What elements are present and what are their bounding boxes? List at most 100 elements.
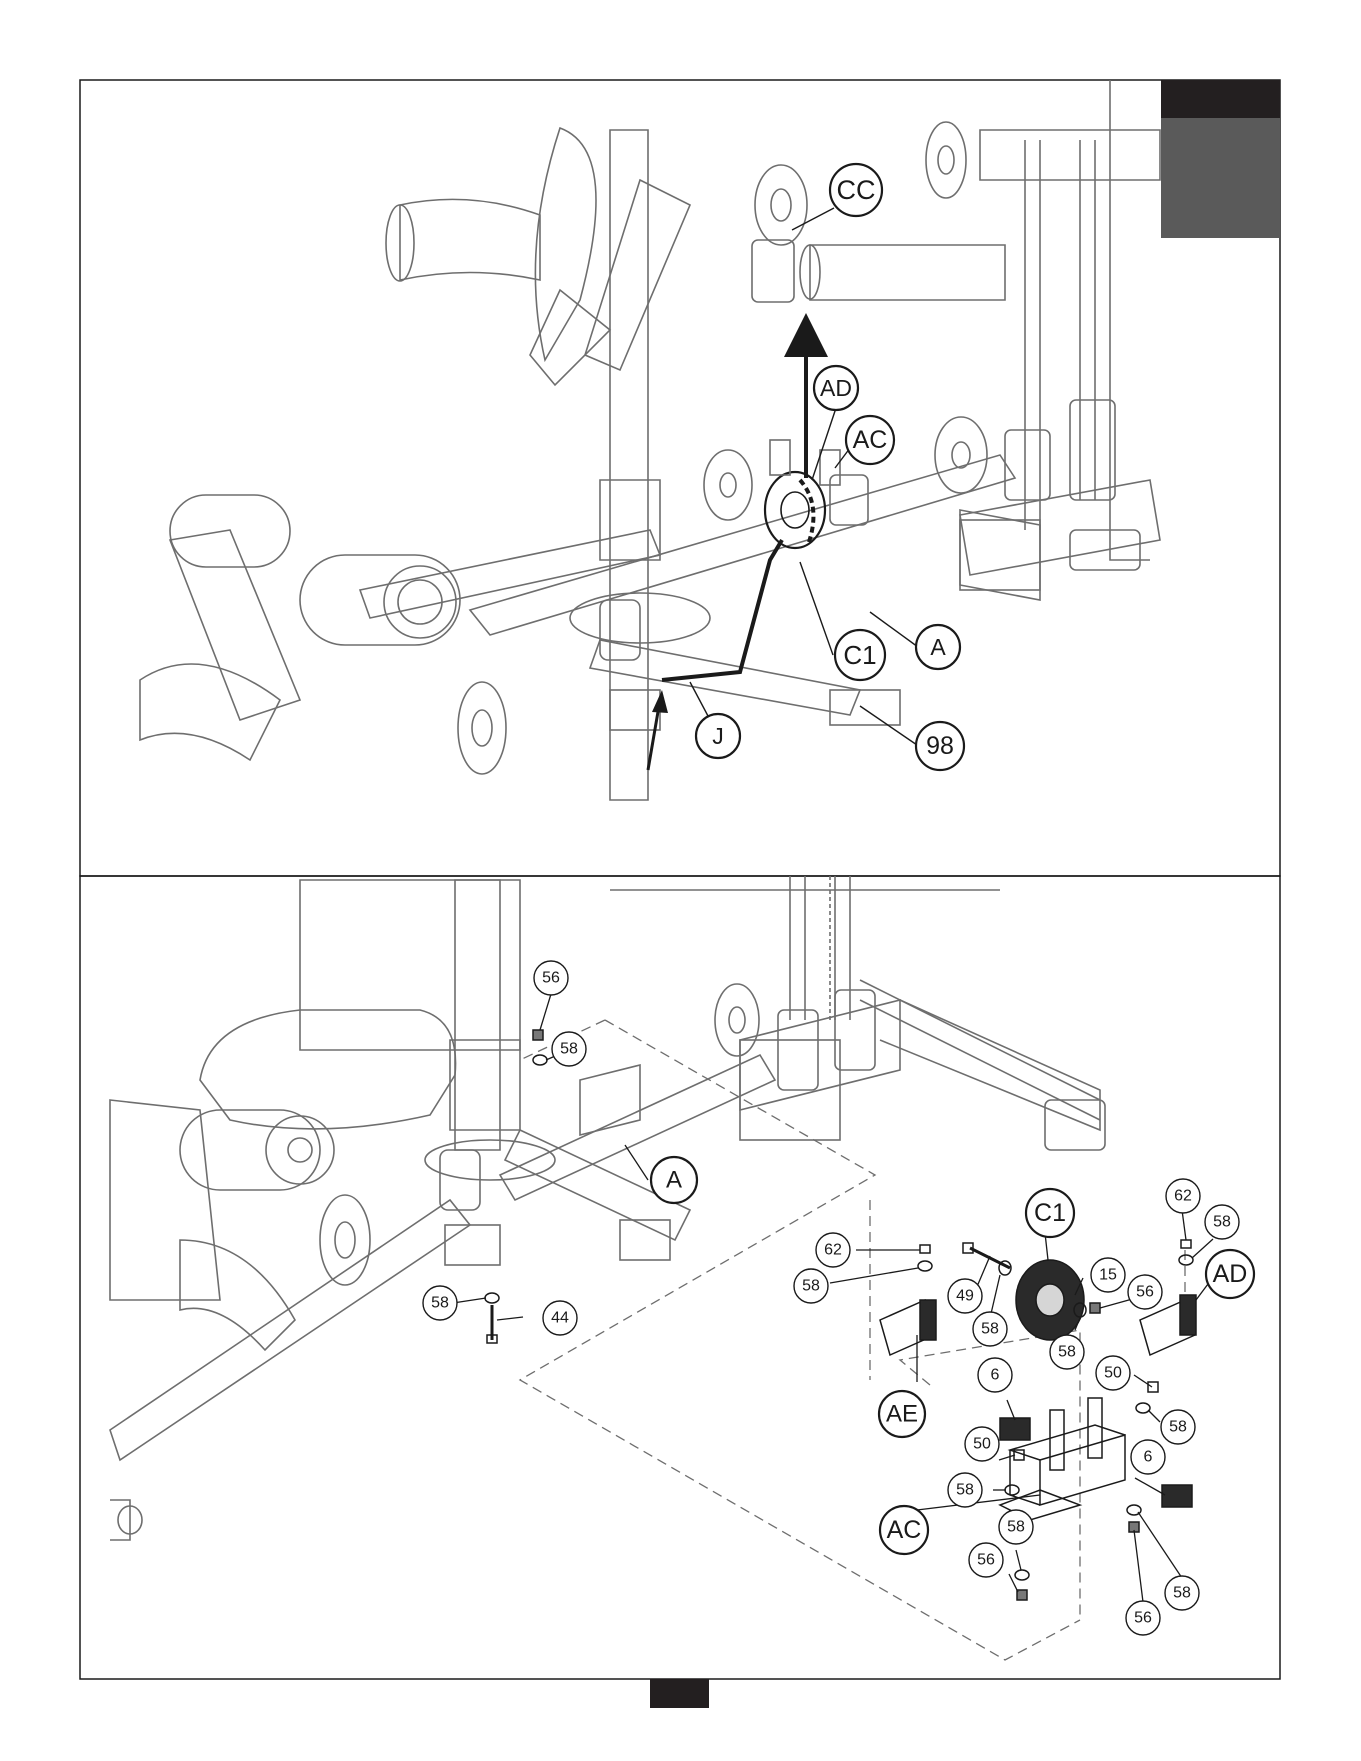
washer-62-right [1179,1255,1193,1265]
step-tab-grey [1161,118,1280,238]
step-tab-dark [1161,80,1280,118]
callout-15: 15 [1091,1258,1125,1292]
post-right [1088,1398,1102,1458]
nut-c1 [1090,1303,1100,1313]
callout-62b: 62 [1166,1179,1200,1213]
callout-58g: 58 [1161,1410,1195,1444]
callout-label: 56 [977,1552,995,1569]
callout-58i: 58 [999,1510,1033,1544]
callout-58e: 58 [1050,1335,1084,1369]
callout-cc: CC [830,164,882,216]
callout-label: A [666,1167,682,1194]
callout-50a: 50 [1096,1356,1130,1390]
pulley-c1-hub [1036,1284,1064,1316]
callout-c1: C1 [835,630,885,680]
bracket-ae-tube [920,1300,936,1340]
callout-label: 56 [1134,1610,1152,1627]
dashed-envelope [520,1020,1185,1660]
callout-6b: 6 [1131,1440,1165,1474]
washer-58-a [533,1055,547,1065]
callout-label: 62 [824,1242,842,1259]
washer-58-b [485,1293,499,1303]
callout-ae: AE [879,1391,925,1437]
callout-label: AE [886,1401,918,1428]
callout-label: 58 [1169,1419,1187,1436]
callout-50b: 50 [965,1427,999,1461]
washer-62-left [918,1261,932,1271]
callout-label: 58 [1058,1344,1076,1361]
callout-58d: 58 [973,1312,1007,1346]
callout-label: AC [887,1516,922,1544]
callout-58f: 58 [1205,1205,1239,1239]
washer-58-h [1005,1485,1019,1495]
bottom-machine-drawing [110,876,1105,1540]
callout-label: C1 [1034,1199,1066,1227]
callout-62a: 62 [816,1233,850,1267]
callout-acb: AC [880,1506,928,1554]
callout-label: A [930,634,946,660]
callout-56a: 56 [534,961,568,995]
callout-label: 62 [1174,1188,1192,1205]
callout-ad: AD [814,366,858,410]
callout-label: J [712,723,724,749]
callout-c1b: C1 [1026,1189,1074,1237]
bolt-50-right [1148,1382,1158,1392]
top-machine-drawing [140,80,1160,800]
callout-label: C1 [843,640,876,670]
cable-route [662,345,813,680]
callout-label: 58 [1007,1519,1025,1536]
callout-label: 58 [956,1482,974,1499]
callout-label: AC [853,426,888,454]
callout-j: J [696,714,740,758]
nut-56-a [533,1030,543,1040]
callout-58a: 58 [552,1032,586,1066]
callout-a: A [916,625,960,669]
callout-label: 50 [1104,1365,1122,1382]
washer-58-i [1015,1570,1029,1580]
callout-label: 50 [973,1436,991,1453]
bolt-62-left [920,1245,930,1253]
page-number-block [650,1679,709,1708]
callout-label: 58 [1173,1585,1191,1602]
cable-path [662,540,782,680]
callout-56d: 56 [1126,1601,1160,1635]
callout-58h: 58 [948,1473,982,1507]
callout-label: 6 [991,1367,1000,1384]
callout-label: 6 [1144,1449,1153,1466]
callout-label: 58 [802,1278,820,1295]
post-left [1050,1410,1064,1470]
bracket-ad-tube [1180,1295,1196,1335]
end-cap-6-right [1162,1485,1192,1507]
callout-56c: 56 [969,1543,1003,1577]
callout-56b: 56 [1128,1275,1162,1309]
callout-49: 49 [948,1279,982,1313]
callout-label: AD [820,375,852,401]
bottom-leader-lines [453,994,1213,1602]
callout-label: 98 [926,732,954,760]
bolt-49 [970,1248,1010,1268]
callout-label: 58 [1213,1214,1231,1231]
callout-label: 15 [1099,1267,1117,1284]
callout-58c: 58 [794,1269,828,1303]
callout-label: 56 [1136,1284,1154,1301]
direction-arrow [784,313,828,357]
callout-58j: 58 [1165,1576,1199,1610]
callout-label: 58 [981,1321,999,1338]
callout-label: AD [1213,1260,1248,1288]
callout-58b: 58 [423,1286,457,1320]
callouts: CCADACC1AJ985658A584462584958C1155856625… [423,164,1254,1635]
callout-adb: AD [1206,1250,1254,1298]
callout-label: 49 [956,1288,974,1305]
callout-label: 44 [551,1310,569,1327]
callout-98: 98 [916,722,964,770]
callout-a2: A [651,1157,697,1203]
bolt-62-right [1181,1240,1191,1248]
callout-6a: 6 [978,1358,1012,1392]
callout-label: 58 [560,1041,578,1058]
washer-58-g [1136,1403,1150,1413]
end-cap-6-left [1000,1418,1030,1440]
nut-56-c [1017,1590,1027,1600]
callout-label: CC [837,175,876,205]
callout-ac: AC [846,416,894,464]
